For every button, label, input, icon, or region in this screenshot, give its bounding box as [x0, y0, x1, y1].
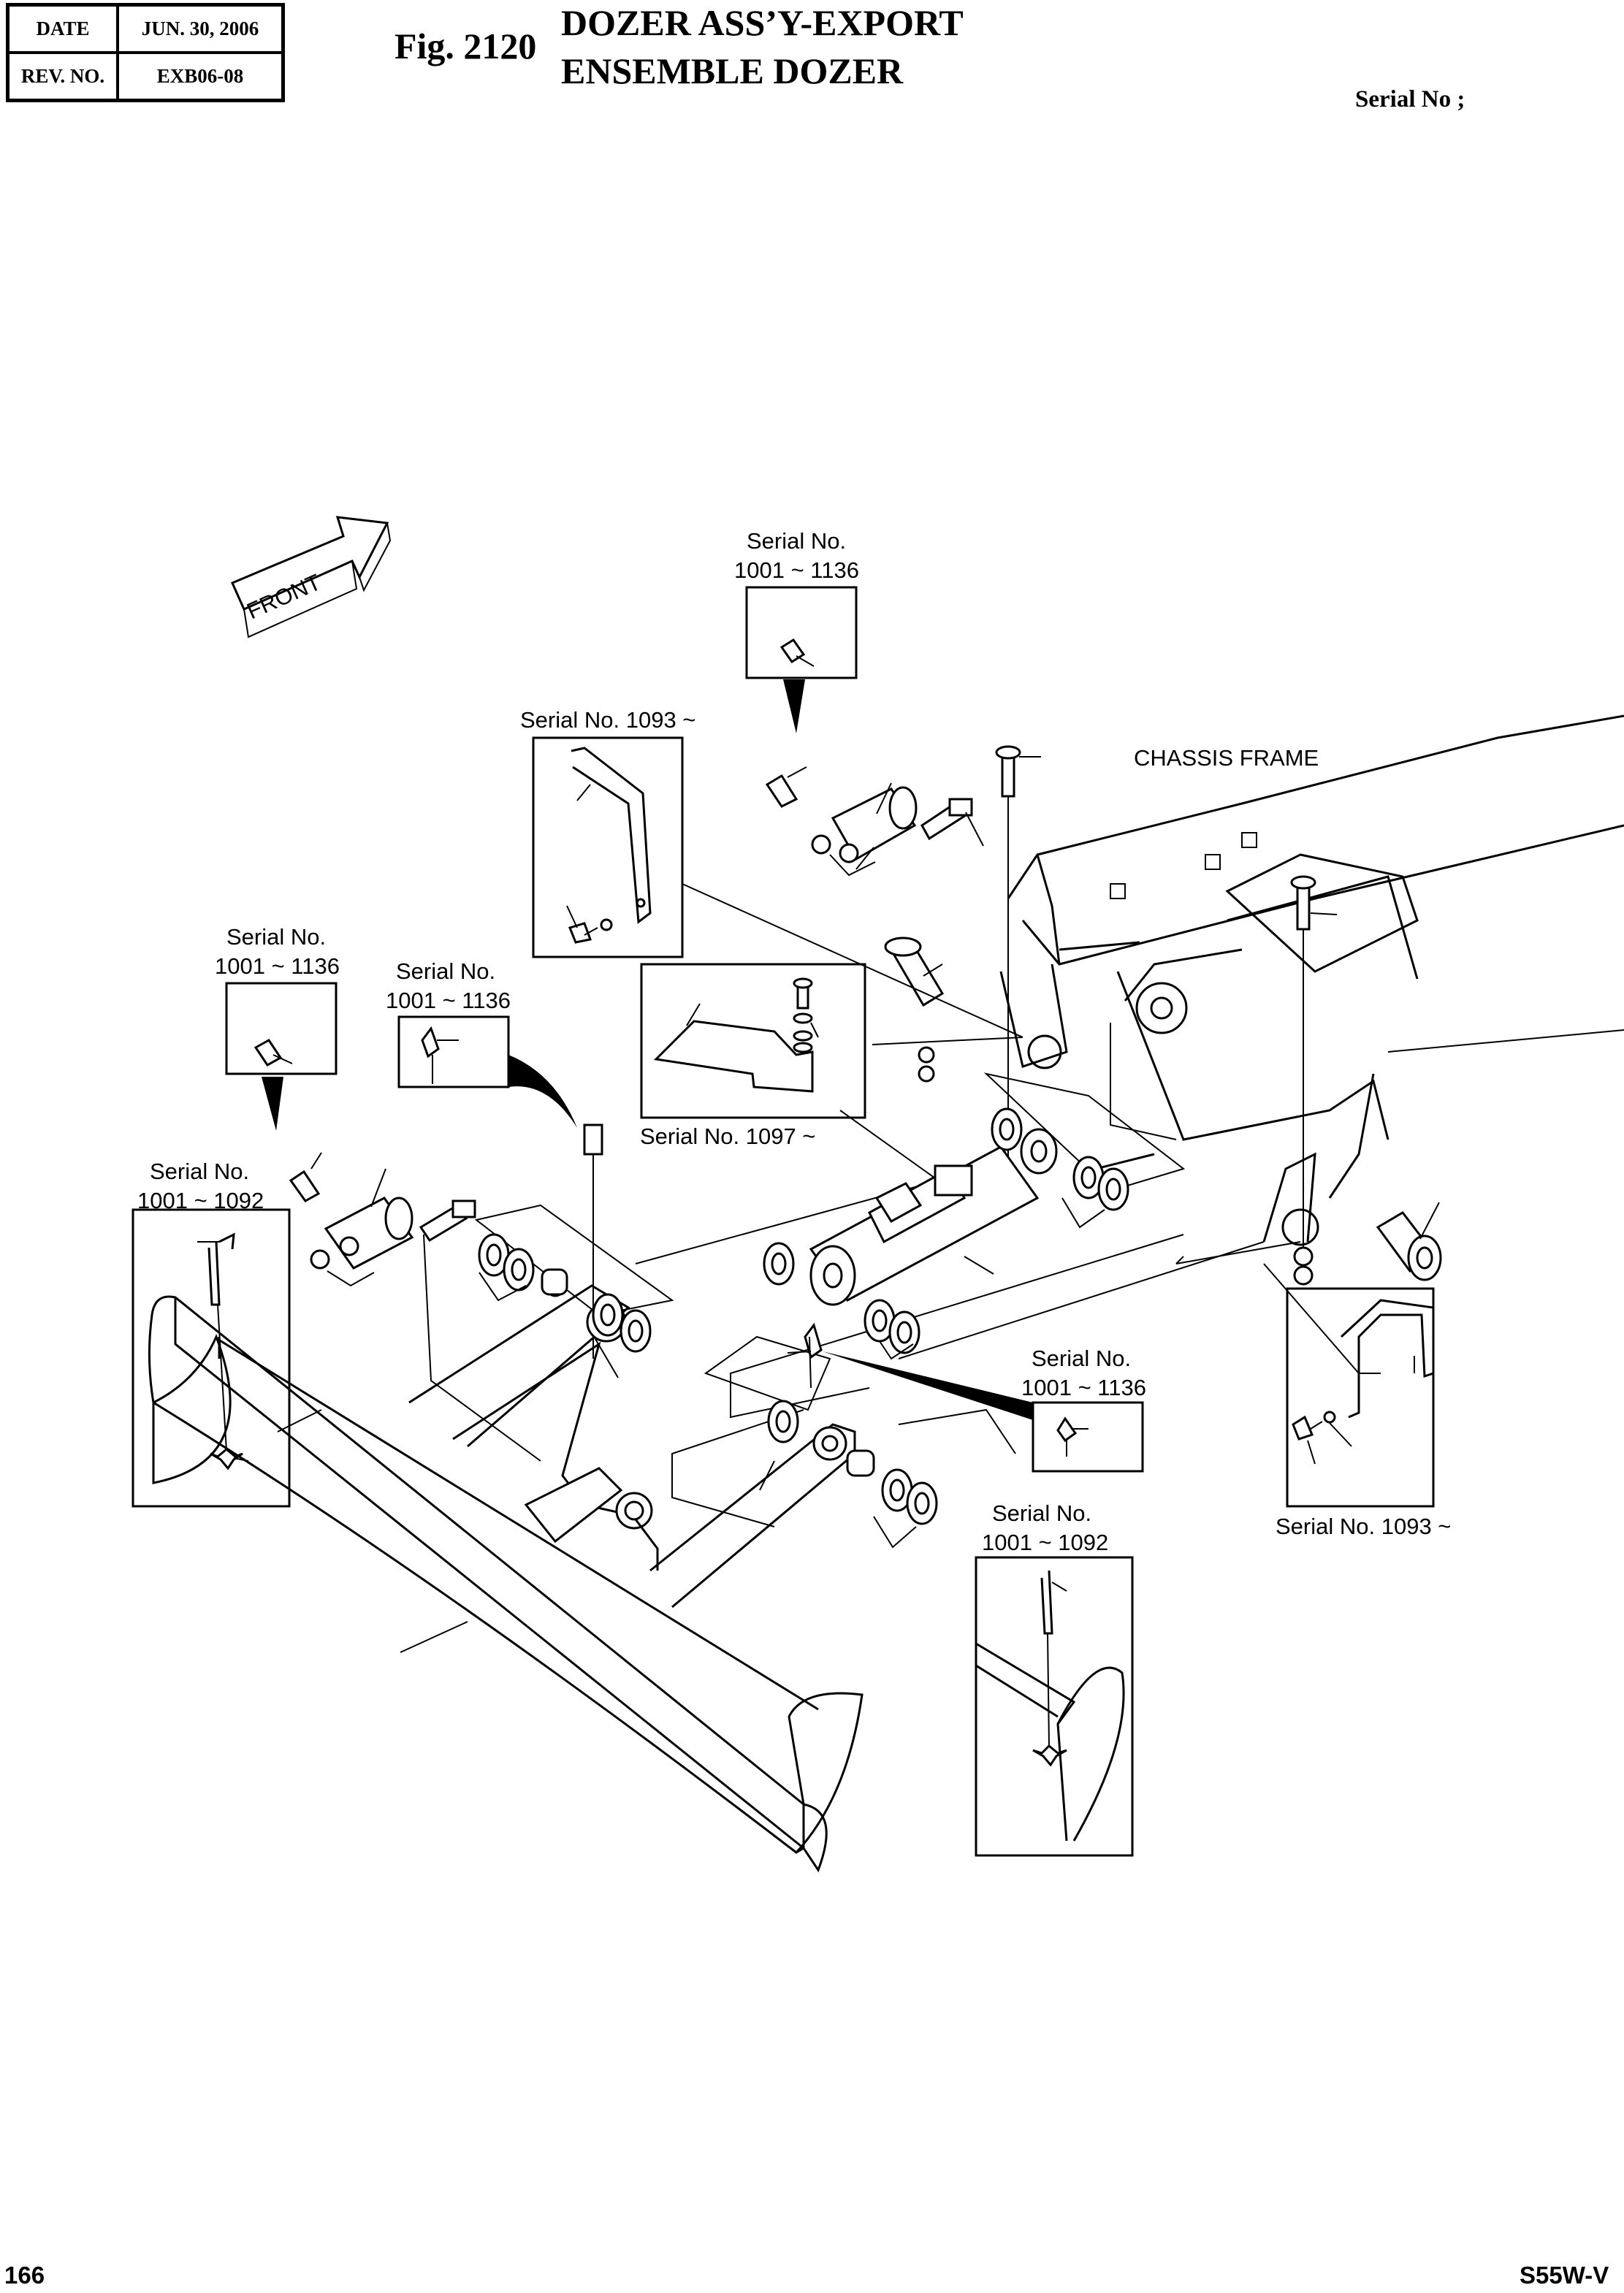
frame-bolts: [995, 745, 1338, 1249]
svg-text:Serial No.: Serial No.: [150, 1159, 249, 1184]
frame-pin: [884, 936, 945, 1083]
model-code: S55W-V: [1520, 2262, 1609, 2289]
svg-text:Serial No. 1093 ~: Serial No. 1093 ~: [1276, 1514, 1451, 1539]
svg-text:1001 ~ 1092: 1001 ~ 1092: [137, 1188, 264, 1213]
chassis-frame: CHASSIS FRAME: [999, 714, 1624, 1246]
page-number: 166: [4, 2262, 45, 2289]
svg-text:1001 ~ 1136: 1001 ~ 1136: [215, 953, 340, 979]
dozer-blade: [148, 1295, 864, 1873]
right-grease-nipple-callout: Serial No. 1001 ~ 1136: [823, 1346, 1146, 1473]
svg-text:Serial No.: Serial No.: [1032, 1346, 1131, 1371]
upper-left-bracket-callout: Serial No. 1093 ~: [520, 707, 695, 958]
page-title: DOZER ASS’Y-EXPORT: [561, 2, 964, 43]
date-value: JUN. 30, 2006: [118, 5, 283, 53]
svg-text:Serial No.: Serial No.: [396, 958, 495, 984]
left-washer-group: [474, 1204, 674, 1353]
svg-text:Serial No. 1097 ~: Serial No. 1097 ~: [640, 1123, 815, 1149]
svg-text:1001 ~ 1092: 1001 ~ 1092: [982, 1530, 1108, 1555]
left-grease-nipple-callout: Serial No. 1001 ~ 1136: [215, 924, 340, 1131]
top-grease-nipple-callout: Serial No. 1001 ~ 1136: [734, 528, 859, 733]
svg-text:Serial No.: Serial No.: [747, 528, 846, 554]
svg-text:Serial No.: Serial No.: [226, 924, 326, 950]
right-dozer-arm: [649, 1423, 856, 1609]
bottom-stay-callout: Serial No. 1001 ~ 1092: [975, 1500, 1134, 1857]
mid-grease-nipple-callout: Serial No. 1001 ~ 1136: [386, 958, 603, 1359]
serial-number-header: Serial No ;: [1355, 86, 1465, 112]
right-pin: [1293, 1202, 1442, 1286]
left-pin-assembly: [289, 1152, 476, 1287]
date-label: DATE: [8, 5, 118, 53]
front-label: FRONT: [243, 569, 325, 624]
svg-text:Serial No. 1093 ~: Serial No. 1093 ~: [520, 707, 695, 733]
rev-label: REV. NO.: [8, 53, 118, 100]
chassis-frame-label: CHASSIS FRAME: [1134, 745, 1319, 771]
figure-number: Fig. 2120: [394, 26, 537, 66]
svg-text:1001 ~ 1136: 1001 ~ 1136: [386, 988, 511, 1013]
front-arrow-icon: FRONT: [231, 516, 392, 638]
svg-text:1001 ~ 1136: 1001 ~ 1136: [734, 557, 859, 583]
page-subtitle: ENSEMBLE DOZER: [561, 50, 904, 91]
lower-washer-group: [704, 1322, 938, 1549]
upper-pin-assembly: [765, 766, 984, 877]
rev-value: EXB06-08: [118, 53, 283, 100]
right-bracket-callout: Serial No. 1093 ~: [1276, 1287, 1451, 1539]
revision-info-table: DATE JUN. 30, 2006 REV. NO. EXB06-08: [6, 3, 285, 102]
svg-text:1001 ~ 1136: 1001 ~ 1136: [1021, 1375, 1146, 1400]
svg-text:Serial No.: Serial No.: [992, 1500, 1091, 1526]
hydraulic-cylinder: [763, 1072, 1186, 1360]
left-stay-callout: Serial No. 1001 ~ 1092: [131, 1159, 291, 1508]
cover-plate-callout: Serial No. 1097 ~: [640, 963, 866, 1149]
